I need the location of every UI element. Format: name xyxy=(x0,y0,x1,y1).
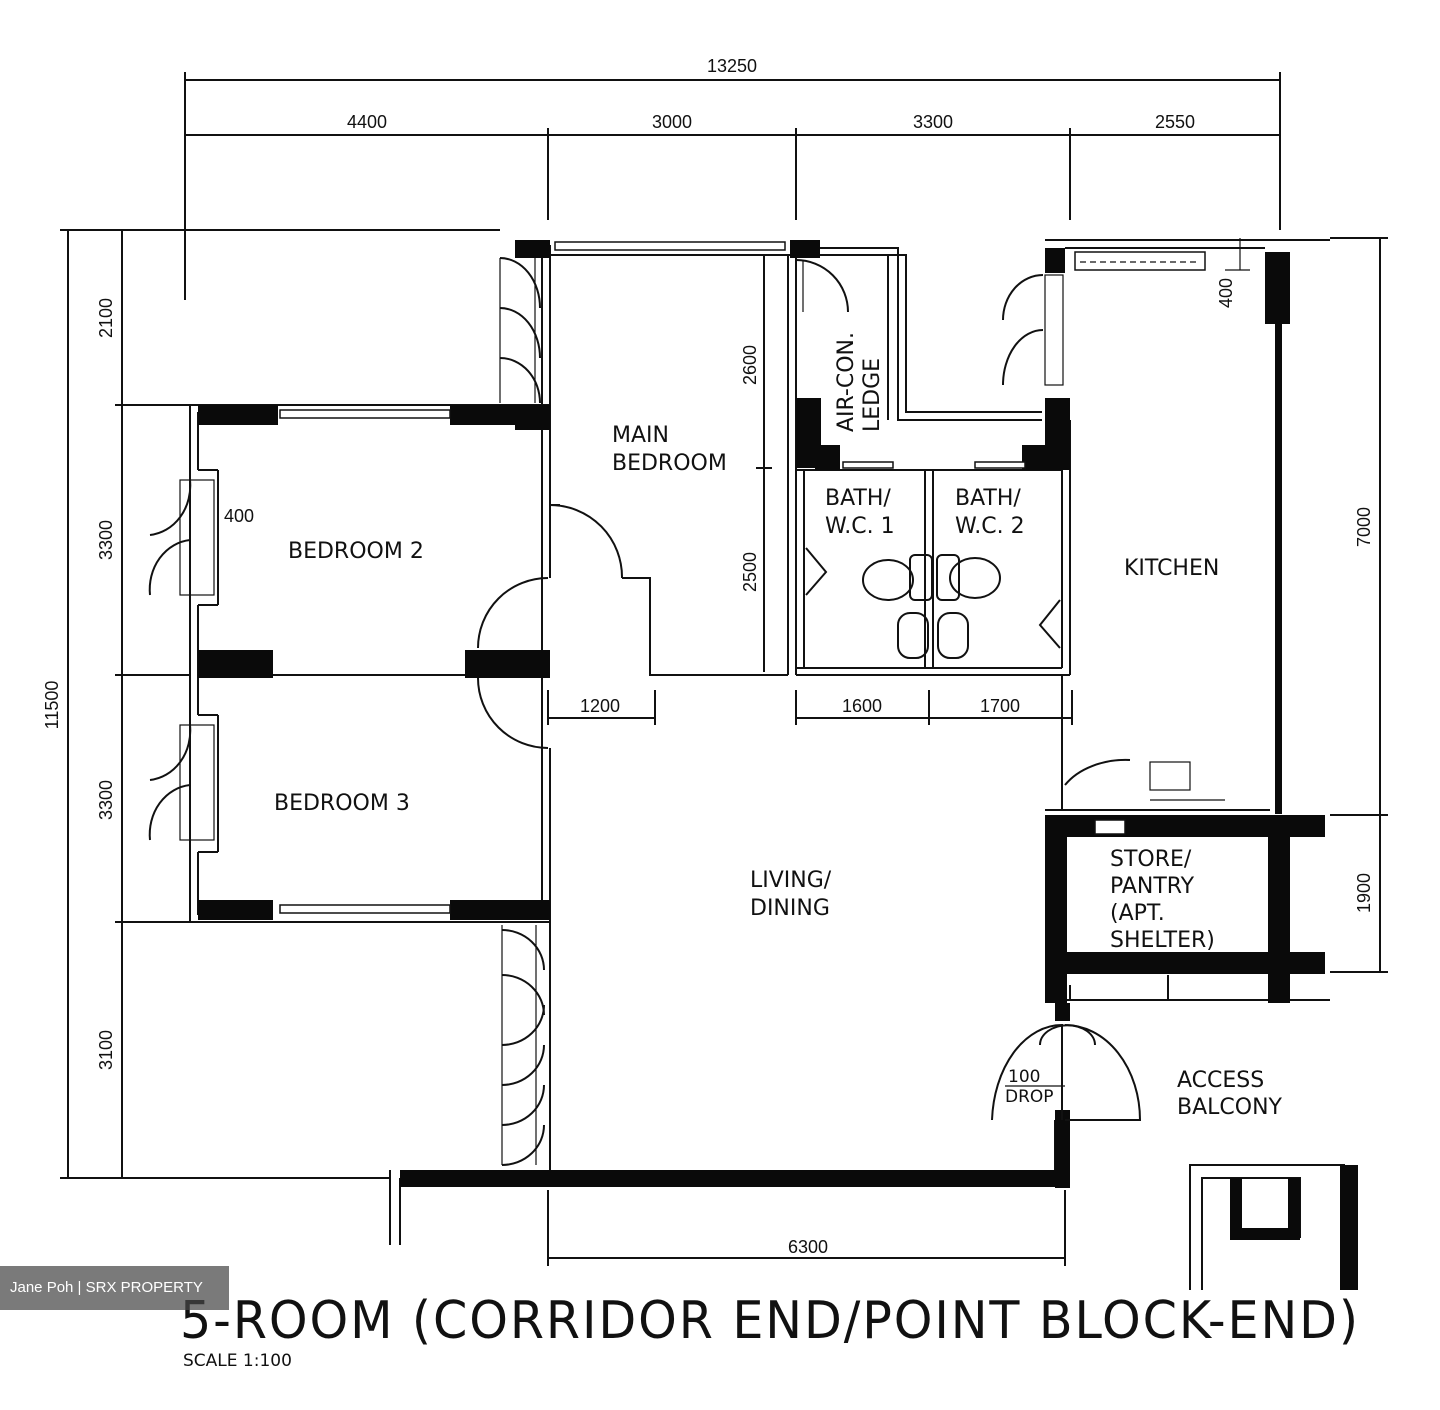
label-bath2-1: BATH/ xyxy=(955,486,1021,511)
drop-label: DROP xyxy=(1005,1087,1054,1107)
dim-top-1: 4400 xyxy=(347,112,387,132)
label-store-2: PANTRY xyxy=(1110,874,1195,899)
dim-left-overall: 11500 xyxy=(42,681,62,730)
label-store-3: (APT. xyxy=(1110,901,1165,926)
label-main-bedroom-2: BEDROOM xyxy=(612,451,727,476)
label-store-4: SHELTER) xyxy=(1110,928,1215,953)
label-access-balcony-1: ACCESS xyxy=(1177,1068,1264,1093)
windows xyxy=(279,241,1206,914)
plan-scale: SCALE 1:100 xyxy=(183,1351,292,1371)
label-bath2-2: W.C. 2 xyxy=(955,514,1025,539)
dim-bath1-width: 1600 xyxy=(842,696,882,716)
label-bath1-2: W.C. 1 xyxy=(825,514,895,539)
dim-window-400-right: 400 xyxy=(1216,278,1236,308)
dim-left-3: 3300 xyxy=(96,780,116,820)
dim-left-4: 3100 xyxy=(96,1030,116,1070)
drop-value: 100 xyxy=(1008,1067,1040,1087)
dim-top-3: 3300 xyxy=(913,112,953,132)
label-store-1: STORE/ xyxy=(1110,847,1192,872)
dim-left-1: 2100 xyxy=(96,298,116,338)
doors xyxy=(148,257,1225,1166)
dim-top-2: 3000 xyxy=(652,112,692,132)
dim-main-bedroom-lower: 2500 xyxy=(740,552,760,592)
label-access-balcony-2: BALCONY xyxy=(1177,1095,1283,1120)
label-bedroom-2: BEDROOM 2 xyxy=(288,539,424,564)
watermark-badge: Jane Poh | SRX PROPERTY xyxy=(0,1266,229,1310)
dim-top-4: 2550 xyxy=(1155,112,1195,132)
label-living-1: LIVING/ xyxy=(750,868,832,893)
right-dimension-lines xyxy=(1225,237,1388,973)
top-dimension-lines xyxy=(184,72,1281,300)
label-bath1-1: BATH/ xyxy=(825,486,891,511)
dim-window-400-left: 400 xyxy=(224,506,254,526)
dim-main-bedroom-upper: 2600 xyxy=(740,345,760,385)
label-bedroom-3: BEDROOM 3 xyxy=(274,791,410,816)
label-kitchen: KITCHEN xyxy=(1124,556,1219,581)
label-aircon-ledge-2: LEDGE xyxy=(860,358,885,432)
dim-corridor-width: 1200 xyxy=(580,696,620,716)
inner-dimension-lines xyxy=(547,255,1073,1266)
dim-living-width: 6300 xyxy=(788,1237,828,1257)
solid-walls xyxy=(198,240,1358,1290)
label-aircon-ledge-1: AIR-CON. xyxy=(834,332,859,432)
plan-title: 5-ROOM (CORRIDOR END/POINT BLOCK-END) xyxy=(180,1291,1360,1351)
dim-right-lower: 1900 xyxy=(1354,873,1374,913)
label-living-2: DINING xyxy=(750,896,830,921)
dim-right-upper: 7000 xyxy=(1354,507,1374,547)
dim-overall-width: 13250 xyxy=(707,56,757,76)
dim-left-2: 3300 xyxy=(96,520,116,560)
wall-outlines xyxy=(189,239,1345,1290)
label-main-bedroom-1: MAIN xyxy=(612,423,669,448)
dim-bath2-width: 1700 xyxy=(980,696,1020,716)
left-dimension-lines xyxy=(60,229,500,1179)
